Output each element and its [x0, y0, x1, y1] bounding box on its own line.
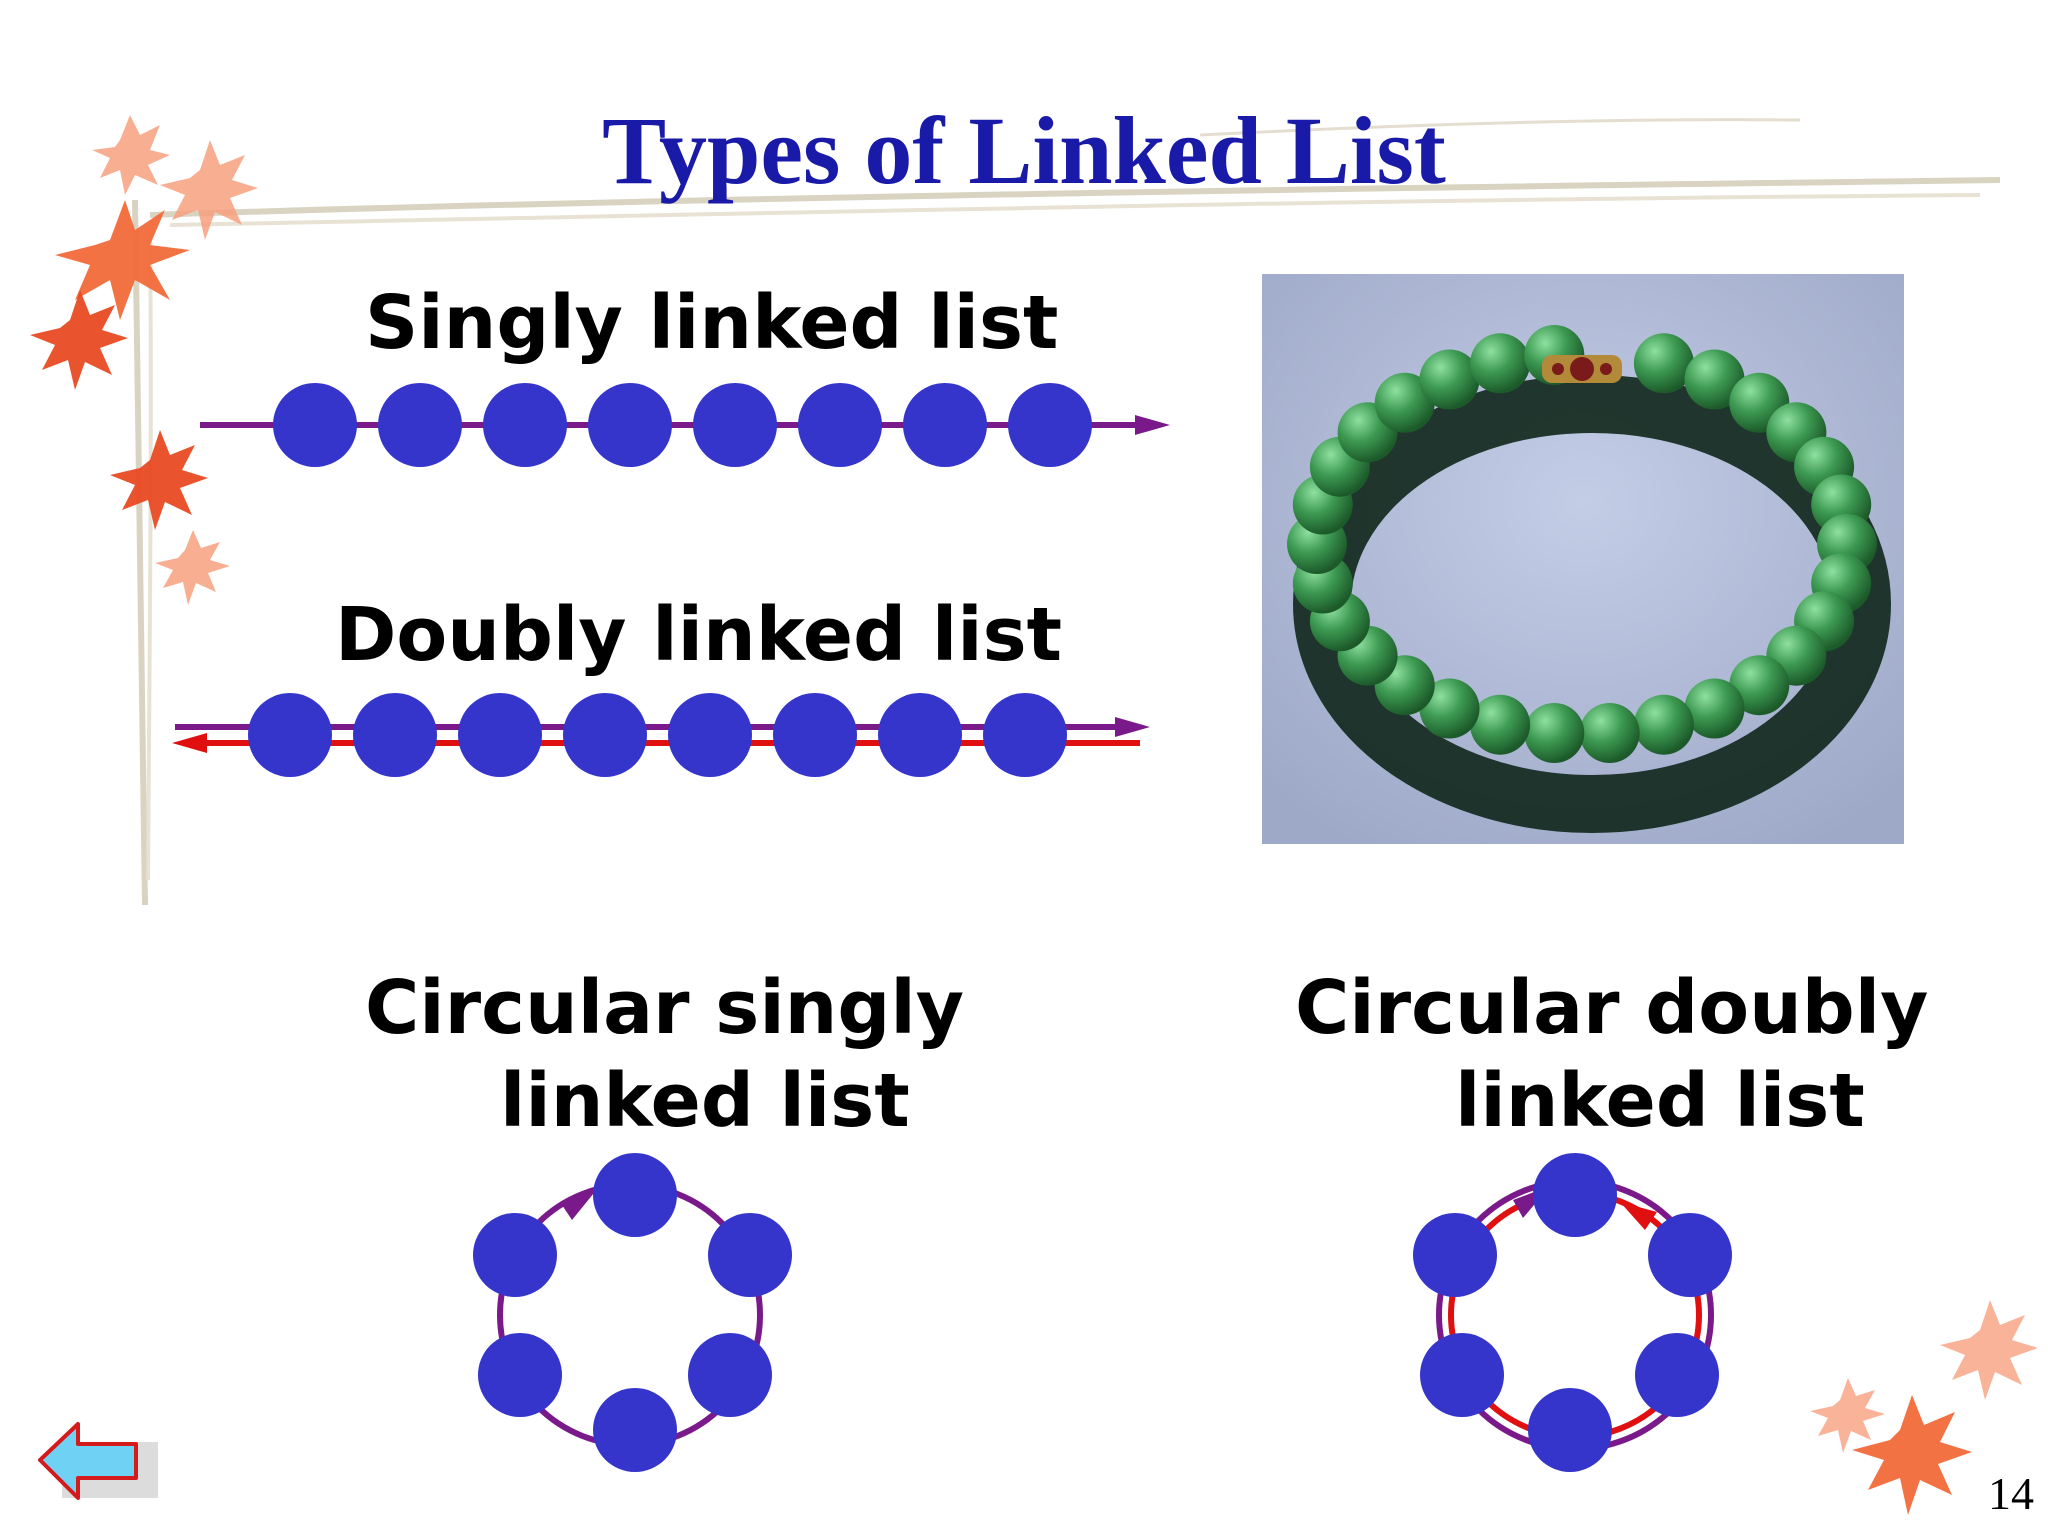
list-node	[773, 693, 857, 777]
list-node	[688, 1333, 772, 1417]
list-node	[1413, 1213, 1497, 1297]
jade-bead	[1470, 333, 1531, 394]
list-node	[588, 383, 672, 467]
circular-singly-label-line2: linked list	[500, 1058, 910, 1144]
list-node	[1528, 1388, 1612, 1472]
list-node	[273, 383, 357, 467]
list-node	[878, 693, 962, 777]
arrow-head	[560, 1188, 598, 1220]
list-node	[563, 693, 647, 777]
jade-bead	[1729, 655, 1790, 716]
arrow-head	[1620, 1202, 1657, 1230]
jade-bead	[1470, 694, 1531, 755]
list-node	[1008, 383, 1092, 467]
list-node	[1533, 1153, 1617, 1237]
maple-leaf-icon	[30, 115, 258, 605]
clasp	[1542, 355, 1622, 383]
jade-bead	[1633, 333, 1694, 394]
list-node	[473, 1213, 557, 1297]
jade-bead	[1579, 703, 1640, 763]
jade-bead	[1419, 349, 1480, 410]
jade-necklace-photo	[1262, 274, 1904, 844]
arrow-head	[172, 733, 207, 753]
circular-doubly-linked-list-diagram	[1413, 1153, 1732, 1472]
jade-bead	[1524, 703, 1585, 763]
list-node	[593, 1153, 677, 1237]
list-node	[708, 1213, 792, 1297]
circular-singly-label-line1: Circular singly	[365, 965, 964, 1051]
list-node	[983, 693, 1067, 777]
jade-bead	[1419, 678, 1480, 739]
doubly-linked-list-label: Doubly linked list	[335, 592, 1062, 678]
list-node	[798, 383, 882, 467]
jade-bead	[1633, 694, 1694, 755]
back-arrow-icon[interactable]	[36, 1420, 162, 1512]
list-node	[248, 693, 332, 777]
list-node	[1648, 1213, 1732, 1297]
list-node	[458, 693, 542, 777]
list-node	[353, 693, 437, 777]
list-node	[593, 1388, 677, 1472]
list-node	[378, 383, 462, 467]
jade-bead	[1374, 372, 1435, 433]
list-node	[668, 693, 752, 777]
list-node	[1420, 1333, 1504, 1417]
maple-leaf-icon	[1810, 1300, 2038, 1515]
jade-bead	[1684, 678, 1745, 739]
arrow-head	[1115, 717, 1150, 737]
singly-linked-list-label: Singly linked list	[365, 280, 1059, 366]
list-node	[693, 383, 777, 467]
circular-singly-linked-list-diagram	[473, 1153, 792, 1472]
singly-linked-list-diagram	[200, 383, 1170, 467]
list-node	[1635, 1333, 1719, 1417]
circular-doubly-label-line1: Circular doubly	[1295, 965, 1929, 1051]
circular-doubly-label-line2: linked list	[1455, 1058, 1865, 1144]
list-node	[903, 383, 987, 467]
doubly-linked-list-diagram	[172, 693, 1150, 777]
list-node	[483, 383, 567, 467]
page-number: 14	[1988, 1468, 2034, 1519]
jade-bead	[1684, 349, 1745, 410]
page-title: Types of Linked List	[602, 97, 1446, 204]
arrow-head	[1135, 415, 1170, 435]
list-node	[478, 1333, 562, 1417]
